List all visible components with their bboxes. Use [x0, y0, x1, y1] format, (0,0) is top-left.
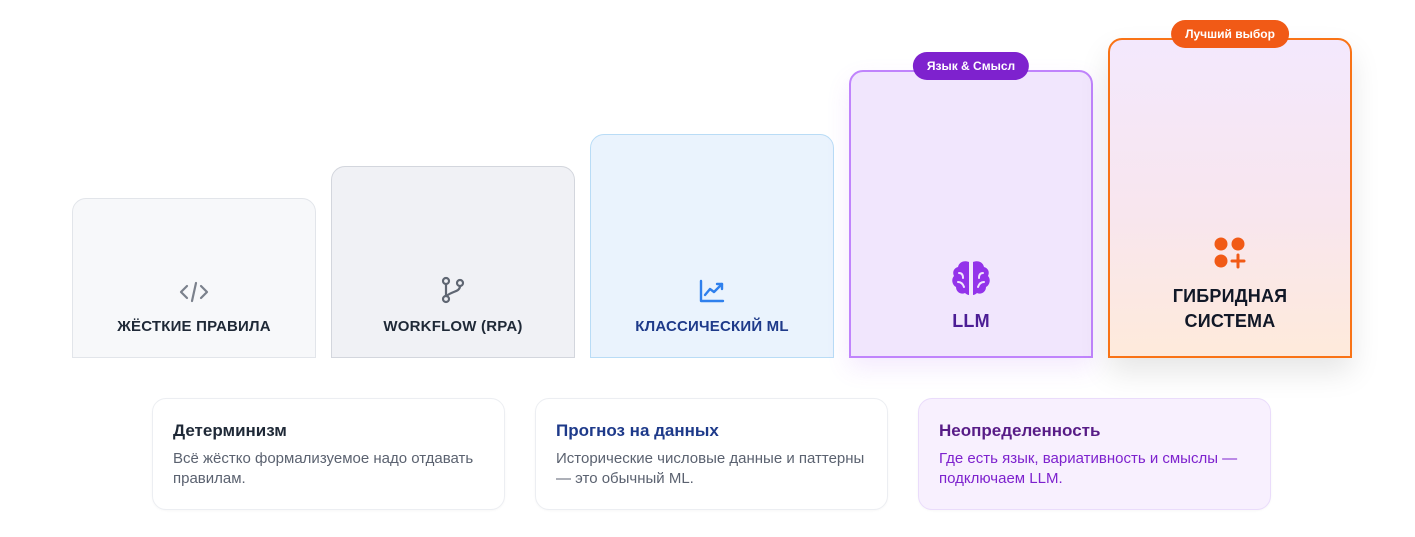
info-title: Прогноз на данных [556, 421, 719, 440]
info-uncertainty: Неопределенность Где есть язык, вариатив… [918, 398, 1271, 510]
info-title: Детерминизм [173, 421, 287, 440]
card-llm: Язык & Смысл LLM [849, 52, 1093, 358]
card-label: WORKFLOW (RPA) [383, 318, 523, 335]
badge-language-meaning: Язык & Смысл [912, 52, 1030, 80]
code-icon [178, 280, 210, 304]
card-classic-ml: КЛАССИЧЕСКИЙ ML [590, 134, 834, 358]
info-forecast: Прогноз на данных Исторические числовые … [535, 398, 888, 510]
git-branch-icon [440, 276, 466, 304]
card-hard-rules: ЖЁСТКИЕ ПРАВИЛА [72, 198, 316, 358]
dots-plus-icon [1213, 236, 1247, 270]
info-text: Где есть язык, вариативность и смыслы — … [939, 450, 1238, 487]
info-title: Неопределенность [939, 421, 1101, 440]
trending-up-icon [698, 278, 726, 304]
brain-icon [950, 259, 992, 297]
badge-best-choice: Лучший выбор [1171, 20, 1289, 48]
card-label: ГИБРИДНАЯ СИСТЕМА [1172, 286, 1288, 331]
card-hybrid-system: Лучший выбор ГИБРИДНАЯ СИСТЕМА [1108, 20, 1352, 358]
info-determinism: Детерминизм Всё жёстко формализуемое над… [152, 398, 505, 510]
card-label: ЖЁСТКИЕ ПРАВИЛА [117, 318, 271, 335]
card-workflow-rpa: WORKFLOW (RPA) [331, 166, 575, 358]
info-text: Всё жёстко формализуемое надо отдавать п… [173, 450, 474, 487]
card-label: КЛАССИЧЕСКИЙ ML [635, 318, 789, 335]
card-label: LLM [952, 311, 990, 331]
info-text: Исторические числовые данные и паттерны … [556, 450, 865, 487]
